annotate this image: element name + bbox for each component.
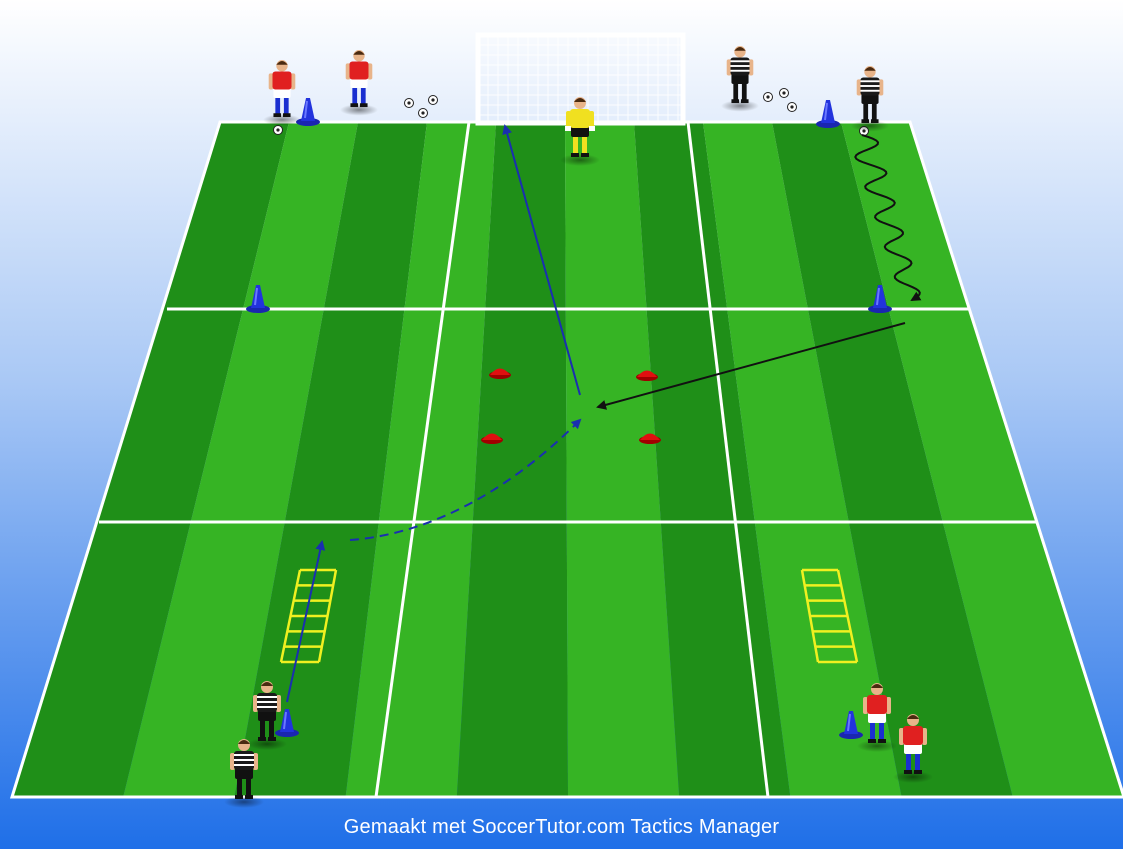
ball-icon: [764, 93, 773, 102]
footer-credit: Gemaakt met SoccerTutor.com Tactics Mana…: [0, 816, 1123, 839]
ball-icon: [419, 109, 428, 118]
ball-icon: [429, 96, 438, 105]
ball-icon: [405, 99, 414, 108]
ball-icon: [780, 89, 789, 98]
ball-icon: [274, 126, 283, 135]
ball-icon: [788, 103, 797, 112]
